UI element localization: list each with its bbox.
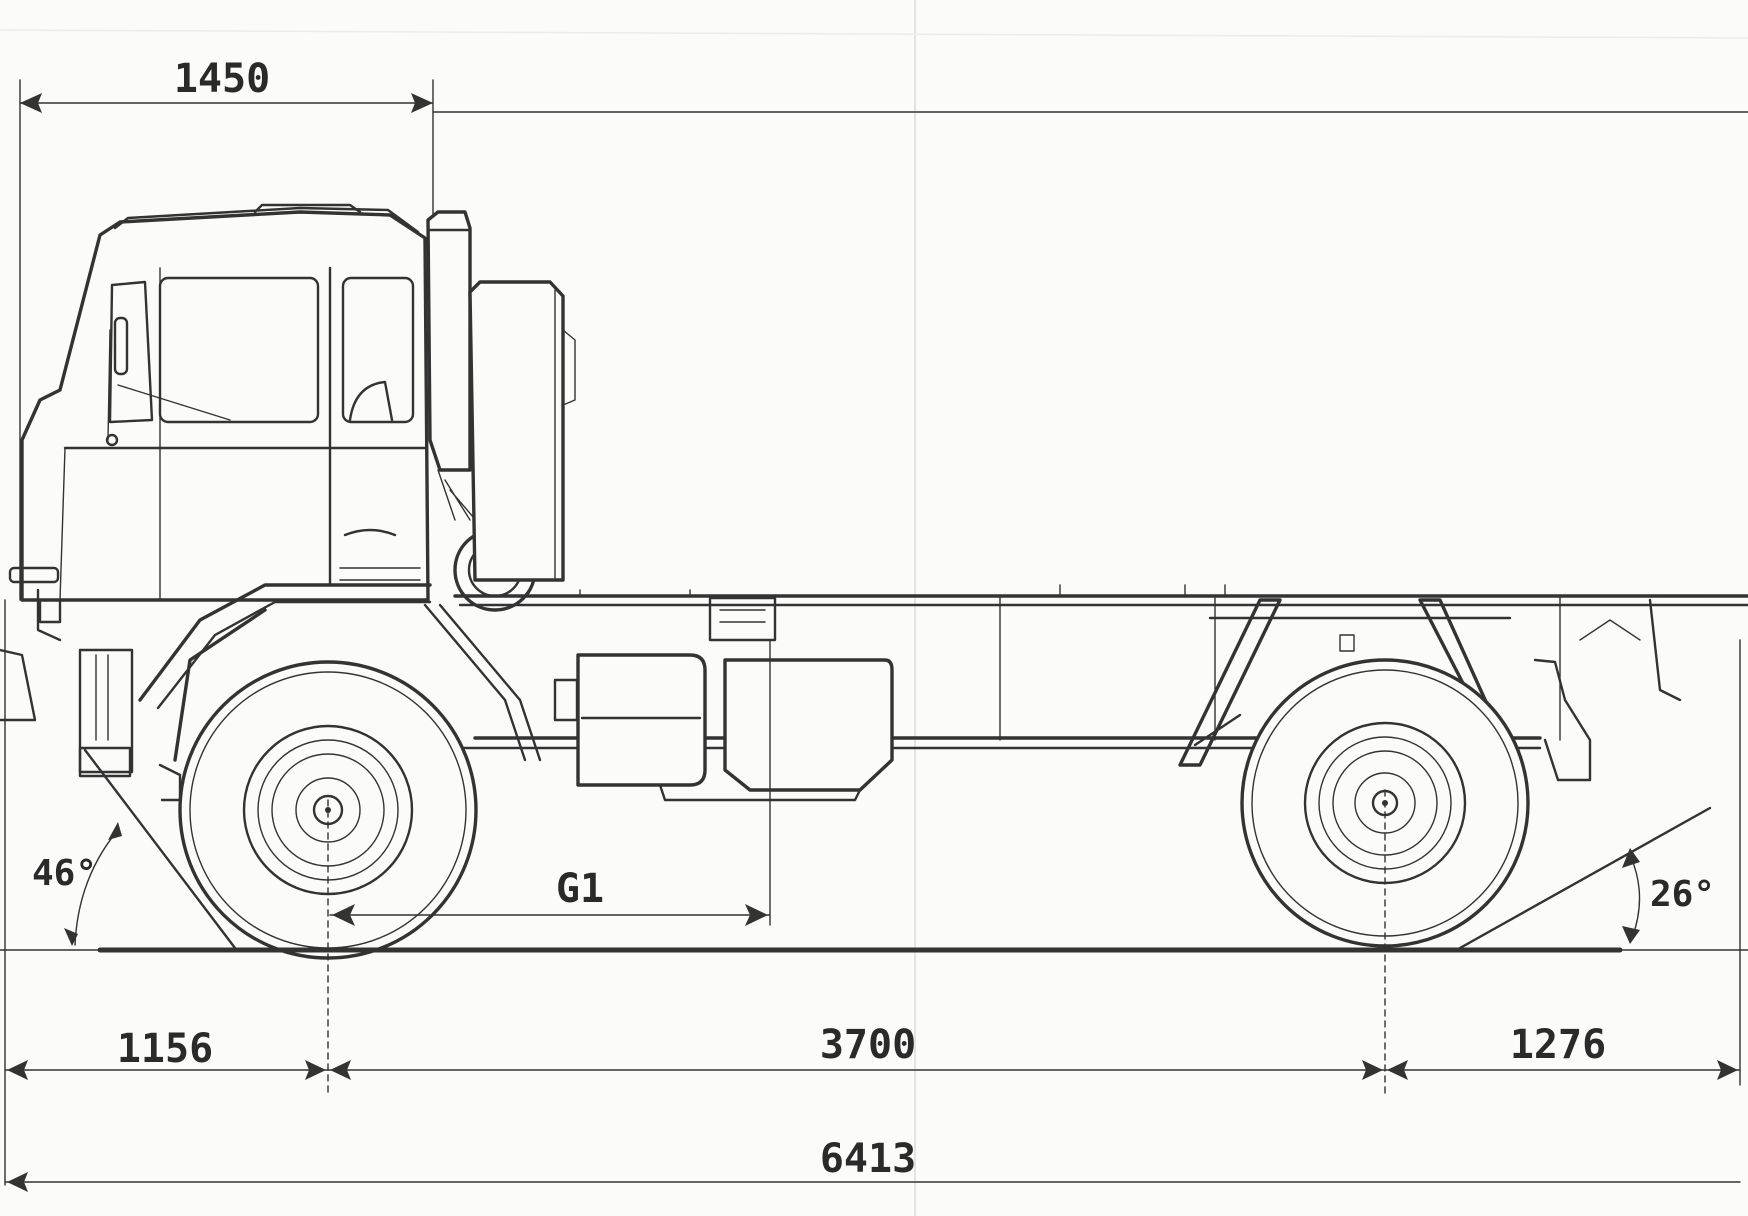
- arrow-head-icon: [1622, 848, 1640, 868]
- approach-angle-label: 46°: [32, 853, 97, 894]
- arrow-head-icon: [108, 822, 122, 840]
- dimension-g1: G1: [329, 639, 771, 926]
- arrow-head-icon: [1387, 1060, 1408, 1080]
- arrow-head-icon: [1717, 1060, 1738, 1080]
- fuel-tanks: [553, 653, 894, 802]
- overall-length-label: 6413: [820, 1136, 916, 1182]
- front-overhang-label: 1156: [117, 1026, 213, 1072]
- arrow-head-icon: [64, 928, 78, 946]
- arrow-head-icon: [1622, 926, 1640, 944]
- approach-angle: 46°: [32, 748, 237, 950]
- truck-cab: [8, 203, 430, 642]
- arrow-head-icon: [7, 1060, 28, 1080]
- arrow-head-icon: [330, 1060, 351, 1080]
- dimension-chain: 1156 3700 1276: [4, 1022, 1741, 1080]
- rear-overhang-label: 1276: [1510, 1022, 1606, 1068]
- arrow-head-icon: [7, 1172, 28, 1192]
- wheelbase-label: 3700: [820, 1022, 916, 1068]
- front-subframe: [0, 583, 542, 802]
- cab-length-label: 1450: [174, 56, 270, 102]
- dimension-overall-length: 6413: [4, 1136, 1741, 1192]
- arrow-head-icon: [305, 1060, 326, 1080]
- arrow-head-icon: [745, 904, 768, 926]
- arrow-head-icon: [411, 93, 433, 113]
- upright-tank: [468, 280, 576, 582]
- dimension-cab-length: 1450: [19, 56, 1748, 601]
- arrow-head-icon: [332, 904, 355, 926]
- departure-angle-label: 26°: [1650, 874, 1715, 915]
- arrow-head-icon: [1362, 1060, 1383, 1080]
- axle-centerlines: [4, 599, 1741, 1186]
- arrow-head-icon: [20, 93, 42, 113]
- departure-angle: 26°: [1458, 806, 1715, 950]
- g1-label: G1: [556, 866, 604, 912]
